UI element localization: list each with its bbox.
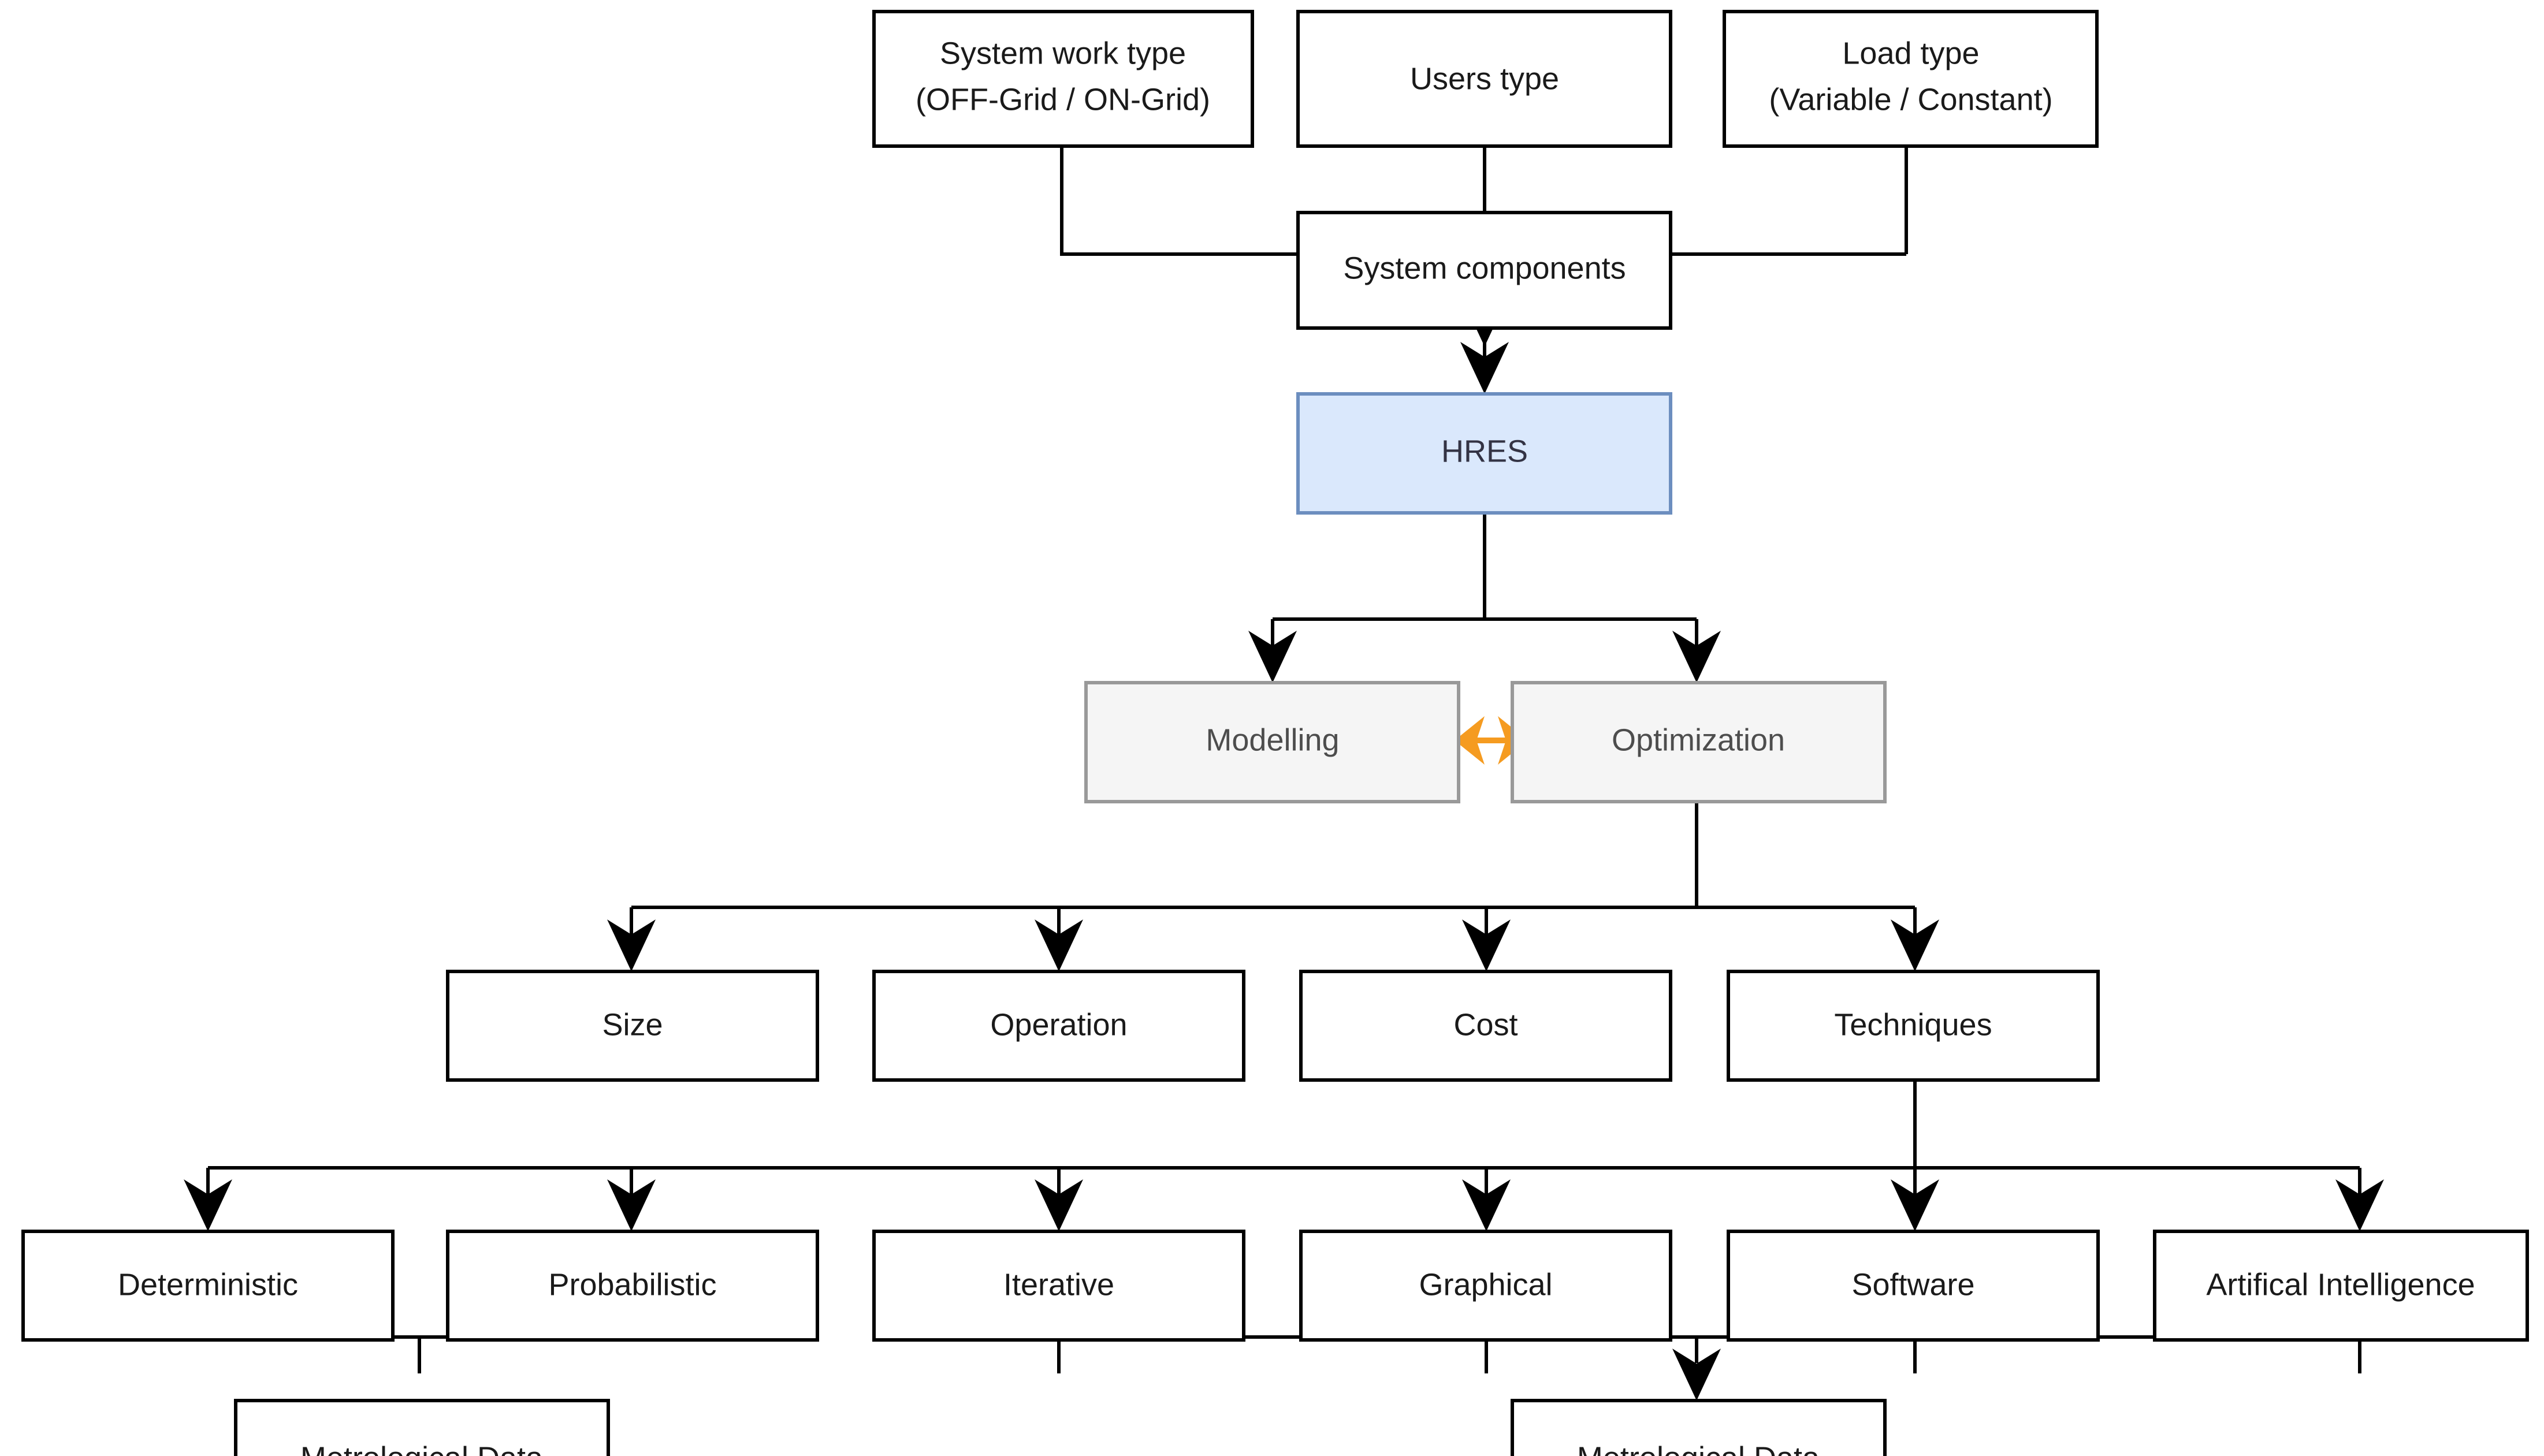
node-software-label: Software	[1851, 1267, 1974, 1302]
node-graphical-label: Graphical	[1419, 1267, 1552, 1302]
node-artifical-intelligence[interactable]: Artifical Intelligence	[2153, 1230, 2529, 1342]
node-metrological-data-left[interactable]: Metrological Data	[234, 1399, 610, 1456]
node-deterministic-label: Deterministic	[118, 1267, 298, 1302]
node-artifical-intelligence-label: Artifical Intelligence	[2206, 1267, 2475, 1302]
edge-techniques-to-methods	[184, 1080, 2384, 1231]
node-cost[interactable]: Cost	[1299, 970, 1672, 1082]
node-system-components[interactable]: System components	[1296, 211, 1672, 330]
node-optimization[interactable]: Optimization	[1511, 681, 1887, 803]
node-techniques-label: Techniques	[1834, 1007, 1992, 1042]
node-software[interactable]: Software	[1727, 1230, 2100, 1342]
node-optimization-label: Optimization	[1612, 723, 1785, 757]
edge-methods-to-metrological-right	[1057, 1335, 2361, 1401]
node-load-type-line1: Load type	[1842, 36, 1979, 70]
node-iterative-label: Iterative	[1003, 1267, 1114, 1302]
node-hres[interactable]: HRES	[1296, 392, 1672, 515]
node-probabilistic-label: Probabilistic	[548, 1267, 716, 1302]
node-operation[interactable]: Operation	[872, 970, 1245, 1082]
node-system-work-type-line2: (OFF-Grid / ON-Grid)	[916, 82, 1210, 117]
node-metrological-data-right-label: Metrological Data	[1577, 1440, 1820, 1456]
node-metrological-data-left-label: Metrological Data	[300, 1440, 544, 1456]
node-system-work-type[interactable]: System work type (OFF-Grid / ON-Grid)	[872, 10, 1254, 148]
node-techniques[interactable]: Techniques	[1727, 970, 2100, 1082]
node-operation-label: Operation	[990, 1007, 1127, 1042]
node-modelling[interactable]: Modelling	[1084, 681, 1460, 803]
node-deterministic[interactable]: Deterministic	[21, 1230, 395, 1342]
node-size[interactable]: Size	[446, 970, 819, 1082]
node-graphical[interactable]: Graphical	[1299, 1230, 1672, 1342]
node-load-type-line2: (Variable / Constant)	[1769, 82, 2052, 117]
edge-hres-to-approaches	[1248, 513, 1721, 683]
node-metrological-data-right[interactable]: Metrological Data	[1511, 1399, 1887, 1456]
node-cost-label: Cost	[1453, 1007, 1518, 1042]
node-probabilistic[interactable]: Probabilistic	[446, 1230, 819, 1342]
node-users-type-line1: Users type	[1410, 61, 1559, 96]
node-iterative[interactable]: Iterative	[872, 1230, 1245, 1342]
edge-optimization-to-aspects	[607, 802, 1939, 971]
node-users-type[interactable]: Users type	[1296, 10, 1672, 148]
node-system-components-label: System components	[1343, 251, 1626, 285]
node-hres-label: HRES	[1441, 434, 1528, 468]
edge-components-hres-arrow	[1460, 326, 1509, 394]
node-load-type[interactable]: Load type (Variable / Constant)	[1723, 10, 2099, 148]
node-size-label: Size	[602, 1007, 663, 1042]
node-system-work-type-line1: System work type	[940, 36, 1186, 70]
node-modelling-label: Modelling	[1206, 723, 1339, 757]
